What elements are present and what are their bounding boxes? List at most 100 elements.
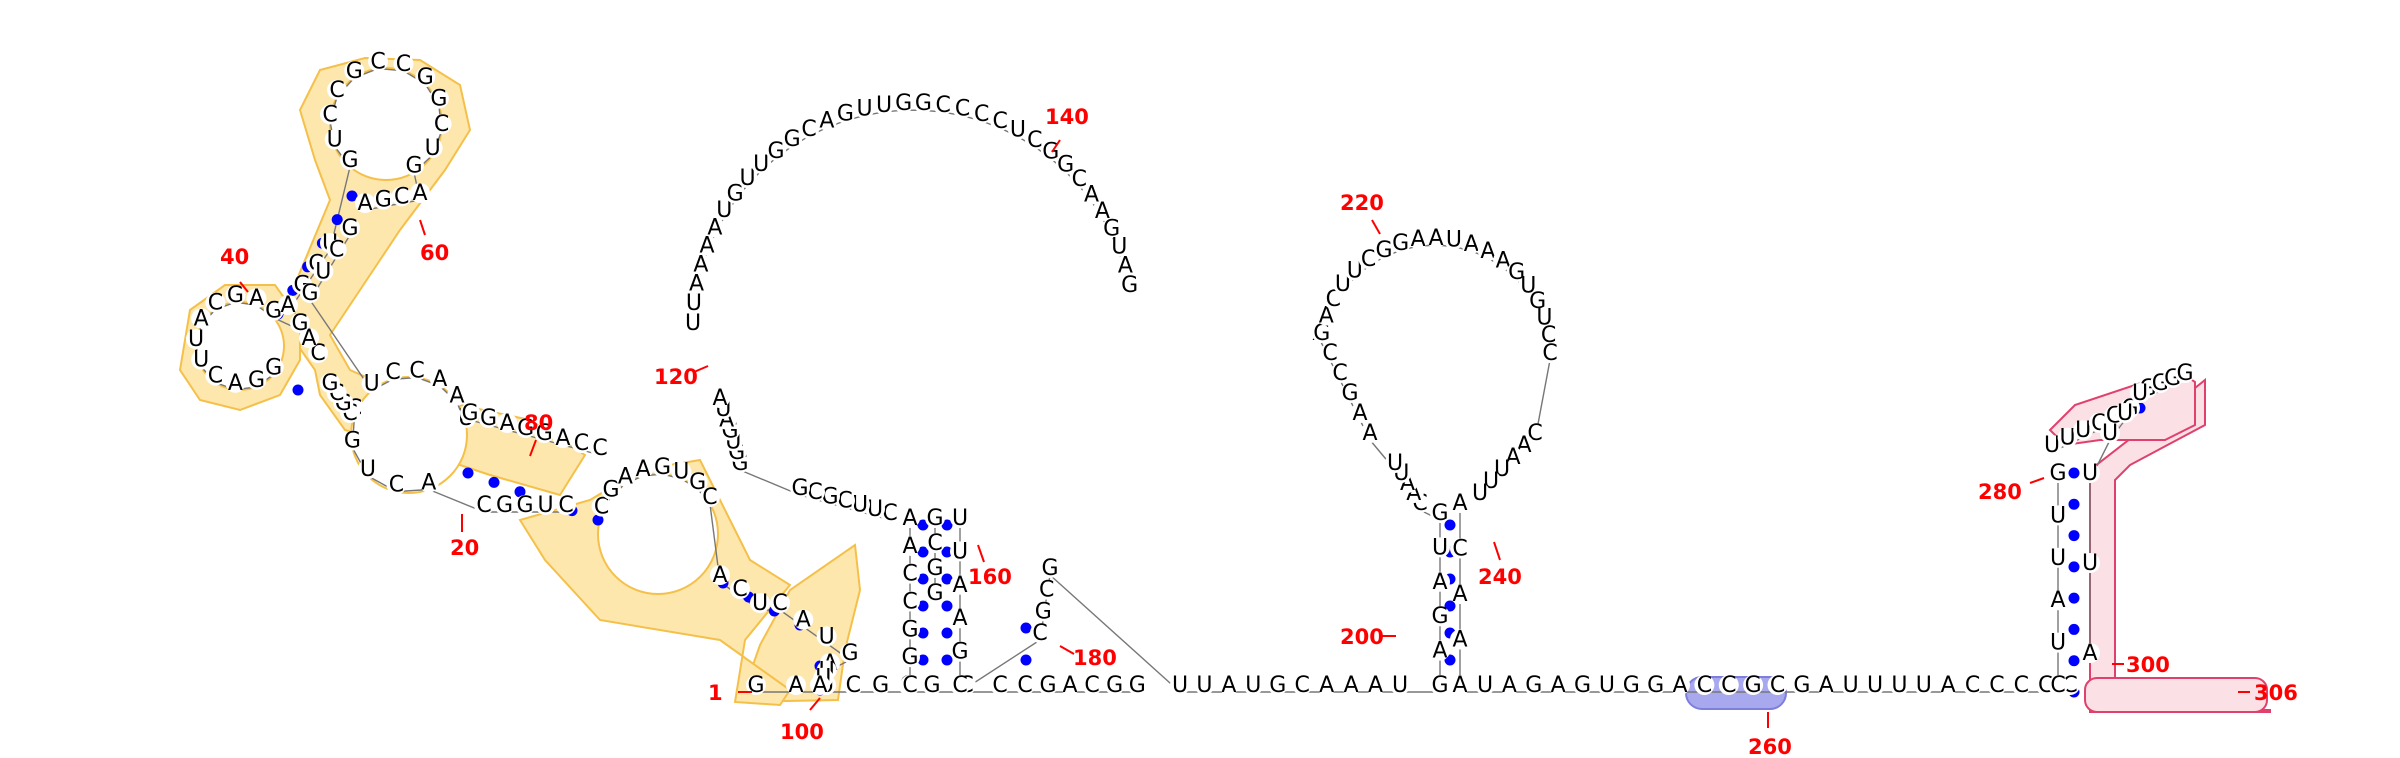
nucleotide-bg: [1170, 675, 1190, 695]
nucleotide-bg: [535, 495, 556, 515]
nucleotide-bg: [373, 189, 394, 210]
nucleotide: A: [1319, 673, 1334, 698]
nucleotide: C: [329, 78, 344, 103]
label-20: 20: [450, 536, 479, 560]
base-pair-dot: [2068, 592, 2080, 604]
nucleotide-bg: [1390, 233, 1411, 254]
nucleotide: G: [841, 641, 858, 666]
nucleotide: U: [188, 327, 204, 352]
nucleotide: G: [872, 673, 889, 698]
nucleotide-bg: [1670, 675, 1690, 695]
nucleotide: A: [1452, 491, 1467, 516]
nucleotide: A: [432, 367, 447, 392]
label-260: 260: [1748, 735, 1792, 758]
nucleotide: U: [2132, 381, 2148, 406]
nucleotide-bg: [1450, 538, 1470, 559]
nucleotide-bg: [1374, 239, 1395, 260]
nucleotide: A: [952, 573, 967, 598]
nucleotide-bg: [2175, 363, 2195, 383]
nucleotide: C: [846, 673, 861, 698]
nucleotide: C: [1072, 167, 1087, 192]
nucleotide: C: [992, 109, 1007, 134]
nucleotide-bg: [1104, 675, 1125, 695]
nucleotide: G: [1431, 501, 1448, 526]
nucleotide-bg: [1292, 675, 1313, 695]
nucleotide: A: [280, 293, 295, 318]
nucleotide-bg: [324, 129, 345, 150]
nucleotide: A: [357, 191, 372, 216]
nucleotide: U: [2050, 631, 2066, 656]
nucleotide-bg: [1311, 323, 1332, 344]
nucleotide: C: [837, 489, 852, 514]
nucleotide: C: [385, 360, 400, 385]
nucleotide: U: [1536, 306, 1552, 331]
nucleotide-bg: [391, 186, 412, 207]
nucleotide: A: [712, 386, 727, 411]
nucleotide: A: [228, 371, 243, 396]
nucleotide: A: [707, 215, 722, 240]
nucleotide: A: [689, 272, 704, 297]
nucleotide: G: [341, 148, 358, 173]
nucleotide: U: [752, 591, 768, 616]
nucleotide-bg: [1791, 675, 1812, 695]
nucleotide: G: [926, 506, 943, 531]
base-pair-dot: [331, 214, 343, 226]
nucleotide-bg: [925, 583, 945, 603]
nucleotide-bg: [1540, 343, 1560, 363]
nucleotide: C: [732, 577, 747, 602]
nucleotide: G: [1529, 289, 1546, 314]
nucleotide-bg: [699, 487, 720, 507]
nucleotide: G: [1375, 238, 1392, 263]
base-pair-dot: [917, 627, 929, 639]
base-pair-dot: [941, 600, 953, 612]
nucleotide-bg: [799, 119, 820, 140]
nucleotide: C: [1361, 247, 1376, 272]
nucleotide-bg: [950, 541, 970, 562]
nucleotide-bg: [1119, 274, 1140, 295]
nucleotide-bg: [990, 110, 1011, 131]
nucleotide-bg: [1316, 305, 1337, 326]
nucleotide-bg: [1938, 675, 1959, 695]
nucleotide: G: [915, 91, 932, 116]
nucleotide-bg: [383, 362, 404, 383]
nucleotide-bg: [870, 675, 891, 695]
label-140: 140: [1045, 105, 1089, 129]
nucleotide-bg: [1865, 675, 1885, 695]
nucleotide: U: [537, 493, 553, 518]
nucleotide: A: [1344, 673, 1359, 698]
nucleotide-bg: [2080, 643, 2100, 663]
nucleotide: G: [768, 139, 785, 164]
backbone-link: [309, 299, 373, 391]
nucleotide-bg: [1340, 383, 1360, 403]
nucleotide-bg: [1092, 200, 1113, 221]
nucleotide-bg: [1332, 274, 1353, 295]
nucleotide-bg: [1538, 325, 1559, 346]
nucleotide: C: [1989, 673, 2004, 698]
nucleotide-bg: [710, 388, 730, 408]
nucleotide-bg: [1218, 675, 1239, 695]
base-pair-dot: [917, 654, 929, 666]
nucleotide-bg: [368, 51, 389, 72]
nucleotide: C: [1032, 621, 1047, 646]
nucleotide-bg: [900, 563, 920, 584]
nucleotide: U: [1599, 673, 1615, 698]
nucleotide-bg: [344, 60, 365, 81]
nucleotide: A: [902, 506, 917, 531]
nucleotide-bg: [816, 626, 837, 647]
nucleotide: A: [1084, 182, 1099, 207]
nucleotide: C: [592, 436, 607, 461]
nucleotide-bg: [790, 478, 810, 498]
nucleotide-bg: [1518, 275, 1539, 296]
nucleotide-bg: [2048, 463, 2068, 483]
nucleotide: C: [772, 591, 787, 616]
nucleotide: A: [2082, 641, 2097, 666]
nucleotide-bg: [1350, 403, 1370, 423]
nucleotide-bg: [1430, 571, 1450, 592]
nucleotide-bg: [1743, 675, 1764, 695]
nucleotide-bg: [357, 459, 378, 480]
nucleotide: G: [837, 102, 854, 127]
nucleotide-bg: [900, 591, 920, 612]
nucleotide: C: [2038, 673, 2053, 698]
nucleotide: G: [341, 216, 358, 241]
nucleotide: U: [2082, 551, 2098, 576]
